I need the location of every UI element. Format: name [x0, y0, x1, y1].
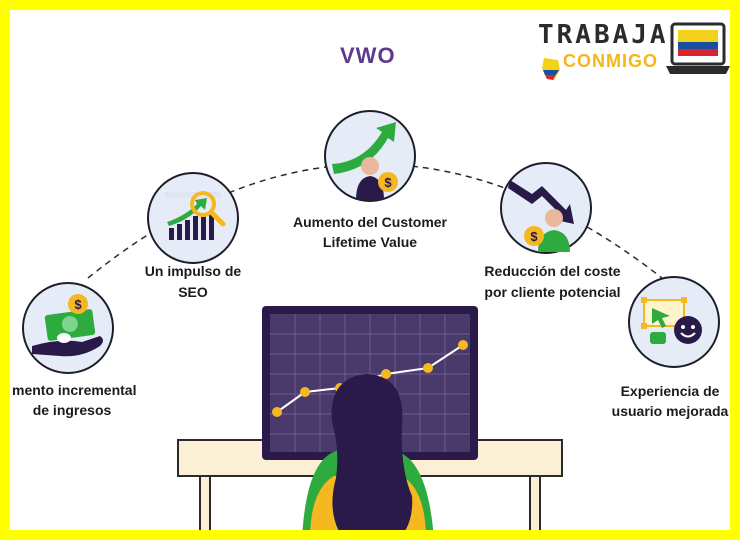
- trend-point: [300, 387, 310, 397]
- desk-leg-left: [199, 475, 211, 530]
- benefit-label-line-1: mento incremental: [12, 382, 137, 398]
- svg-text:$: $: [530, 229, 538, 244]
- benefit-label-line-2: Lifetime Value: [322, 234, 418, 250]
- svg-text:$: $: [384, 175, 392, 190]
- seo-chart-magnifier-icon: [147, 172, 239, 264]
- trend-point: [381, 369, 391, 379]
- vwo-logo: VWO: [340, 43, 396, 68]
- desk-leg-right: [529, 475, 541, 530]
- trend-point: [458, 340, 468, 350]
- svg-text:$: $: [74, 297, 82, 312]
- analyst-at-monitor-illustration: [177, 306, 563, 530]
- person-hair: [331, 374, 413, 530]
- benefit-label-line-1: Experiencia de: [620, 383, 720, 399]
- colombia-map-icon: [542, 58, 560, 80]
- watermark-line-2: CONMIGO: [563, 51, 658, 71]
- benefit-label-line-2: de ingresos: [32, 402, 112, 418]
- benefit-label-line-2: por cliente potencial: [484, 284, 621, 300]
- cursor-smiley-icon: [628, 276, 720, 368]
- trend-point: [423, 363, 433, 373]
- benefit-label-line-2: usuario mejorada: [611, 403, 729, 419]
- benefit-label-line-1: Aumento del Customer: [292, 214, 447, 230]
- trabaja-conmigo-watermark: TRABAJA CONMIGO: [538, 18, 730, 88]
- watermark-line-1: TRABAJA: [538, 20, 669, 50]
- trend-point: [272, 407, 282, 417]
- growth-arrow-person-icon: $: [324, 110, 416, 202]
- benefit-label-line-2: SEO: [178, 284, 208, 300]
- laptop-flag-icon: [666, 22, 730, 74]
- money-hand-icon: $: [22, 282, 114, 374]
- benefit-label-line-1: Reducción del coste: [484, 263, 621, 279]
- infographic-canvas: VWO TRABAJA CONMIGO $ mento increment: [10, 10, 730, 530]
- benefit-label-line-1: Un impulso de: [144, 263, 242, 279]
- down-arrow-person-icon: $: [500, 162, 592, 254]
